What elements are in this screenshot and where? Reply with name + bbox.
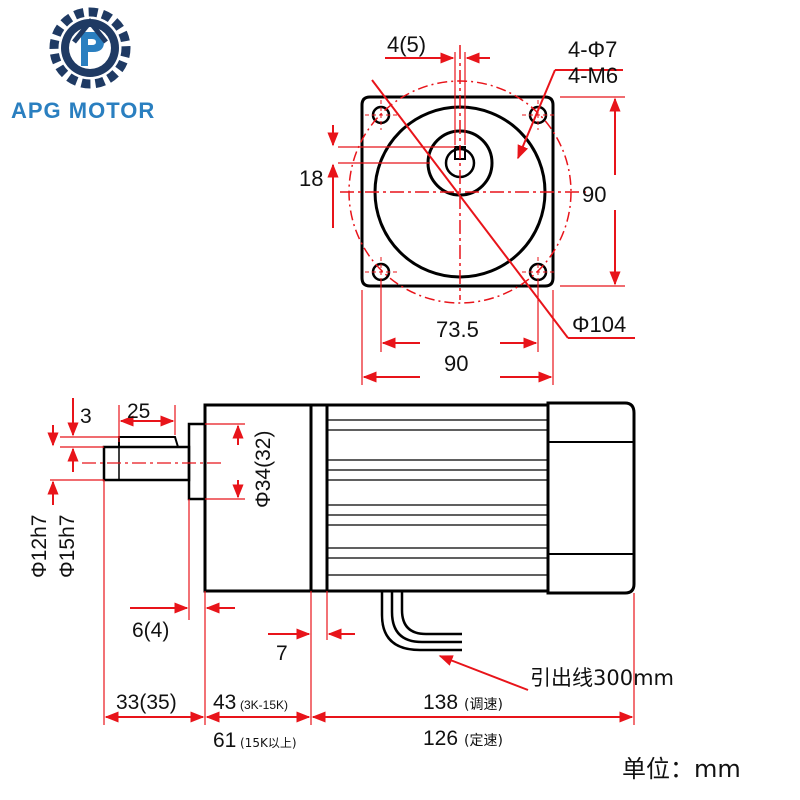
- dim-flange-thickness: 6(4): [132, 619, 169, 642]
- dim-frame-height: 90: [582, 182, 606, 207]
- flange-ring: [309, 403, 329, 593]
- dim-hole-spacing: 73.5: [436, 317, 479, 342]
- shaft-keyway: [118, 436, 179, 448]
- dim-hole-dia: 4-Φ7: [568, 37, 617, 62]
- dim-key-offset: 3: [80, 405, 92, 428]
- lead-wire: [380, 591, 462, 652]
- unit-label: 单位：mm: [622, 755, 741, 783]
- gear-icon: [49, 7, 131, 89]
- dim-motor-b-value: 126: [423, 727, 458, 750]
- dim-gearbox-b: 61 (15K以上): [213, 729, 297, 752]
- dim-key-height: 18: [299, 166, 323, 191]
- dim-motor-b: 126 (定速): [423, 727, 503, 750]
- square-frame: [360, 95, 555, 288]
- lead-wire: [390, 591, 462, 644]
- dim-motor-a-note: (调速): [464, 697, 503, 713]
- dim-gap: 7: [276, 642, 288, 665]
- dim-shaft-length: 33(35): [116, 691, 177, 714]
- motor-body: [325, 403, 550, 593]
- cooling-fins: [327, 419, 548, 576]
- dim-motor-b-note: (定速): [464, 733, 503, 749]
- dim-gearbox-a-note: (3K-15K): [240, 698, 288, 712]
- dim-pilot-dia: Φ34(32): [252, 431, 275, 508]
- side-view: [47, 398, 636, 725]
- apg-logo: APG MOTOR: [11, 7, 155, 123]
- end-cap-inner: [547, 441, 635, 555]
- dim-motor-a: 138 (调速): [423, 691, 503, 714]
- pilot-boss: [187, 422, 207, 501]
- dim-pcd: Φ104: [572, 312, 626, 337]
- dim-hole-thread: 4-M6: [568, 63, 618, 88]
- dim-key-width: 4(5): [387, 32, 426, 57]
- dim-shaft-dia-1: Φ12h7: [28, 515, 51, 578]
- end-cap: [546, 401, 636, 595]
- dim-motor-a-value: 138: [423, 691, 458, 714]
- dim-key-length: 25: [127, 400, 150, 423]
- lead-wire-label: 引出线300mm: [530, 666, 674, 690]
- dim-shaft-dia-2: Φ15h7: [56, 515, 79, 578]
- front-view: [327, 45, 635, 385]
- dim-gearbox-a: 43 (3K-15K): [213, 691, 288, 714]
- lead-wire: [400, 591, 462, 636]
- brand-text: APG MOTOR: [11, 98, 155, 123]
- dim-gearbox-b-value: 61: [213, 729, 236, 752]
- dim-frame-width: 90: [444, 351, 468, 376]
- dim-gearbox-b-note: (15K以上): [240, 736, 297, 750]
- dim-gearbox-a-value: 43: [213, 691, 236, 714]
